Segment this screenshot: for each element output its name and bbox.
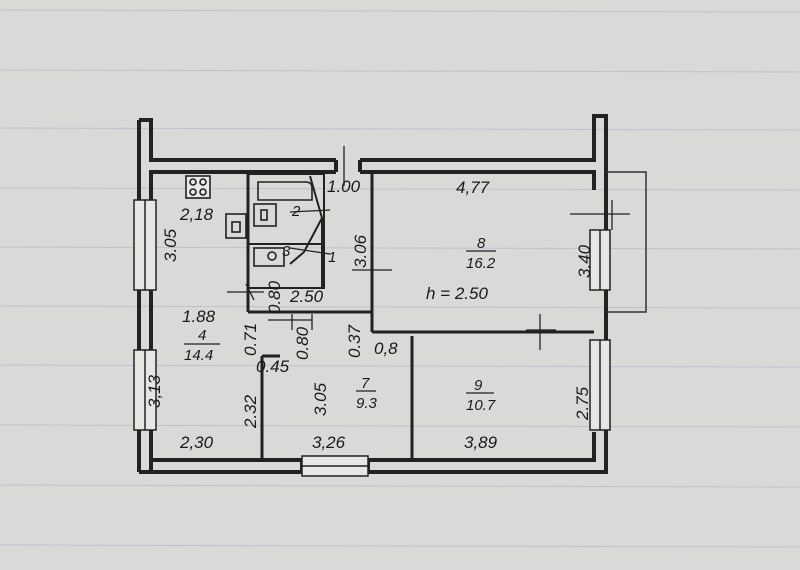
fixtures	[185, 175, 324, 288]
dim-bottom-right: 3,89	[464, 433, 498, 452]
room-labels: 8 16.2 4 14.4 7 9.3 9 10.7 h = 2.50 2 3 …	[184, 203, 496, 414]
dimension-labels: 1.00 4,77 2,18 3.05 3.06 3.40 2.75 0.80 …	[145, 177, 594, 452]
dim-kitchen-width: 2,18	[179, 205, 214, 224]
dim-hall-080b: 0.80	[293, 326, 312, 360]
sink-icon	[253, 203, 277, 227]
dim-corridor-080: 0.80	[265, 280, 284, 314]
dim-corridor-250: 2.50	[289, 287, 324, 306]
paper-lines	[0, 9, 800, 548]
leader-lines	[184, 146, 630, 394]
ceiling-height-note: h = 2.50	[426, 284, 488, 303]
dim-kitchen-height: 3.05	[161, 228, 180, 262]
balcony	[606, 171, 647, 313]
interior-walls	[246, 173, 594, 460]
dim-bottom-mid: 3,26	[312, 433, 346, 452]
room-7-area: 9.3	[356, 395, 378, 412]
room-8-number: 8	[477, 235, 486, 252]
dim-bath-height: 3.06	[351, 234, 370, 268]
dim-hall-045: 0.45	[256, 357, 290, 376]
bathtub-icon	[257, 181, 313, 201]
fixture-number-2: 2	[291, 203, 301, 220]
room-7-number: 7	[361, 375, 370, 392]
fixture-number-1: 1	[328, 249, 336, 266]
dim-hall-071: 0.71	[241, 323, 260, 356]
stove-icon	[185, 175, 211, 199]
dim-hall-08: 0,8	[374, 339, 398, 358]
dim-hall-037: 0.37	[345, 324, 364, 358]
dim-right-upper: 3.40	[575, 244, 594, 278]
fixture-number-3: 3	[282, 243, 291, 260]
room-8-area: 16.2	[466, 255, 496, 272]
room-4-area: 14.4	[184, 347, 213, 364]
room-9-number: 9	[474, 377, 483, 394]
dim-room7-height: 3.05	[311, 382, 330, 416]
windows	[133, 199, 611, 477]
room-9-area: 10.7	[466, 397, 496, 414]
kitchen-sink-icon	[225, 213, 247, 239]
dim-top-right: 4,77	[456, 178, 490, 197]
room-4-number: 4	[198, 327, 206, 344]
dim-hall-188: 1.88	[182, 307, 216, 326]
dim-left-313: 3,13	[145, 374, 164, 408]
dim-hall-232: 2.32	[241, 394, 260, 429]
dim-bottom-left: 2,30	[179, 433, 214, 452]
dim-right-lower: 2.75	[573, 386, 592, 421]
toilet-icon	[253, 247, 285, 267]
dim-top-center: 1.00	[327, 177, 361, 196]
